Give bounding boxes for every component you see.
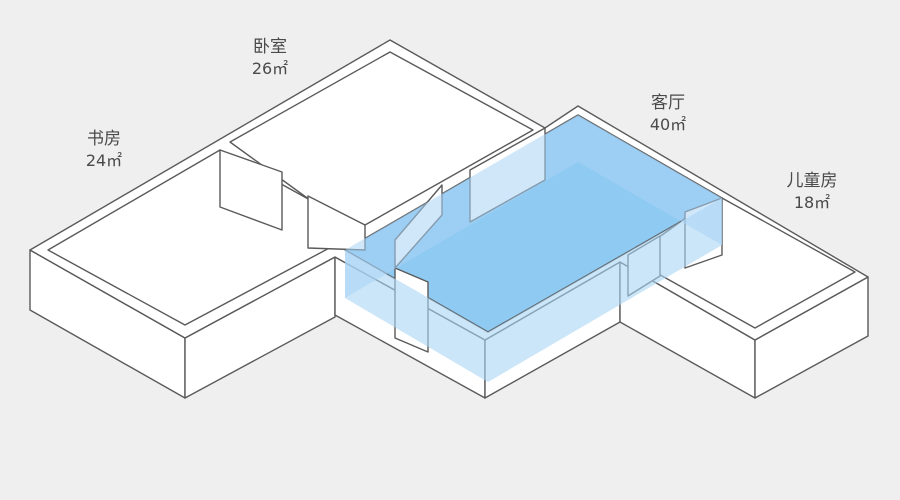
partition-study-bedroom <box>219 149 283 231</box>
room-label-living: 客厅 40㎡ <box>636 92 700 136</box>
highlight-front-left <box>345 250 488 382</box>
room-area: 24㎡ <box>85 151 123 170</box>
room-name: 儿童房 <box>786 171 838 191</box>
living-room-highlight <box>345 115 722 382</box>
room-name: 客厅 <box>651 93 685 113</box>
room-label-kids-room: 儿童房 18㎡ <box>770 170 854 214</box>
room-name: 书房 <box>87 129 121 149</box>
room-area: 26㎡ <box>251 59 289 78</box>
highlight-front-right <box>488 198 722 382</box>
room-label-bedroom: 卧室 26㎡ <box>238 36 302 80</box>
highlight-back-left <box>345 115 578 298</box>
room-area: 18㎡ <box>793 193 831 212</box>
room-name: 卧室 <box>253 37 287 57</box>
room-label-study: 书房 24㎡ <box>72 128 136 172</box>
floor-bedroom <box>229 51 534 226</box>
highlight-back-right <box>578 115 722 245</box>
room-area: 40㎡ <box>649 115 687 134</box>
